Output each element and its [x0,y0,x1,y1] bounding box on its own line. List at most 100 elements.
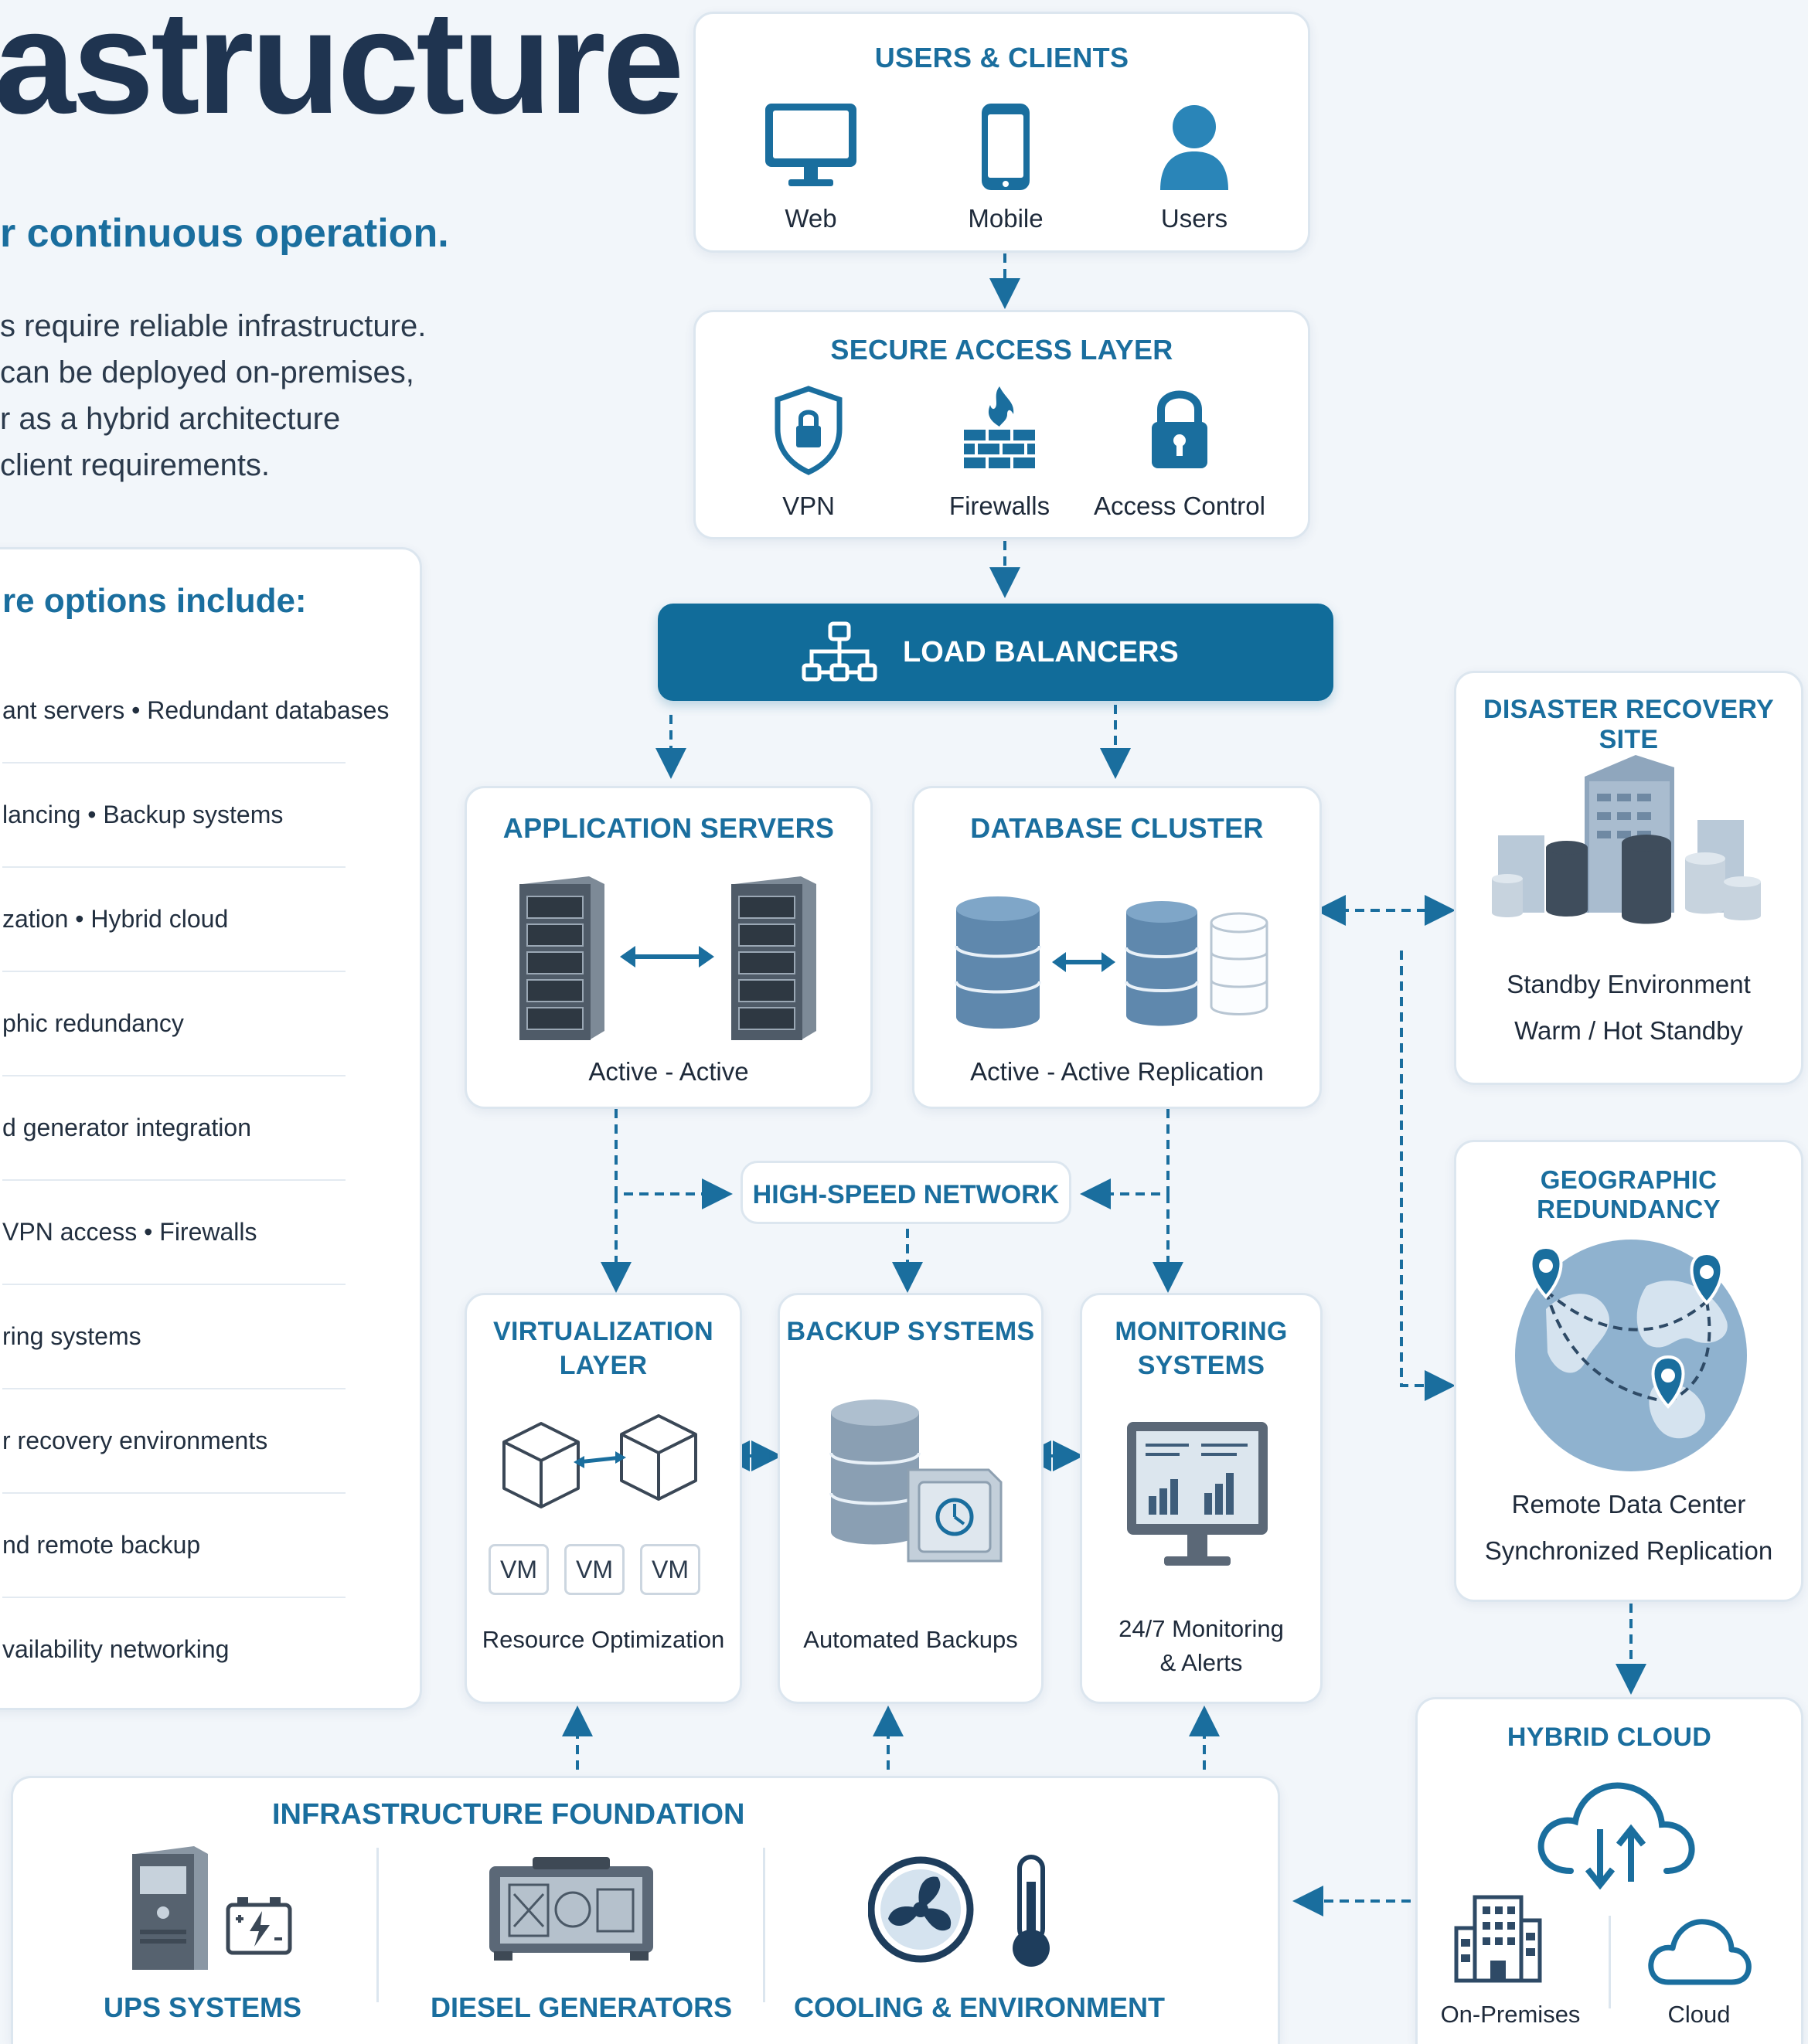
users-item-label: Mobile [968,204,1044,233]
office-building-icon [1454,1895,1542,1983]
vm-box: VM [564,1544,625,1595]
option-item: r recovery environments [2,1388,346,1494]
divider [1609,1916,1611,2008]
monitoring-dashboard-icon [1127,1422,1268,1566]
divider [763,1848,765,2002]
database-outline-icon [1210,912,1268,1015]
user-icon [1160,105,1228,190]
options-heading: re options include: [2,582,307,620]
server-rack-icon [731,876,816,1040]
monitoring-caption-line1: 24/7 Monitoring [1119,1615,1284,1642]
option-item: ant servers • Redundant databases [2,658,389,764]
backup-systems-card: BACKUP SYSTEMS Automated Backups [778,1293,1044,1704]
option-text: zation • Hybrid cloud [2,905,229,933]
monitoring-systems-card: MONITORING SYSTEMS 24/7 Monitoring & Ale… [1080,1293,1323,1704]
vm-box: VM [640,1544,700,1595]
secure-item-label: Firewalls [948,491,1050,520]
database-cluster-caption: Active - Active Replication [970,1057,1264,1086]
option-item: VPN access • Firewalls [2,1179,346,1285]
vm-box: VM [489,1544,549,1595]
fan-thermometer-icon [868,1855,1050,1967]
foundation-item-label: COOLING & ENVIRONMENT [794,1991,1166,2023]
option-text: phic redundancy [2,1009,184,1037]
datacenter-buildings-icon [1492,755,1761,924]
foundation-item-label: UPS SYSTEMS [103,1991,302,2023]
option-text: r recovery environments [2,1427,268,1454]
virtualization-caption: Resource Optimization [482,1626,725,1653]
database-cluster-title: DATABASE CLUSTER [970,812,1264,844]
shield-lock-icon [775,386,843,475]
firewall-icon [964,386,1035,468]
virtualization-title-line1: VIRTUALIZATION [493,1317,713,1346]
hybrid-cloud-title: HYBRID CLOUD [1507,1723,1712,1752]
monitoring-title-line2: SYSTEMS [1137,1351,1265,1380]
option-text: VPN access • Firewalls [2,1218,257,1246]
smartphone-icon [982,104,1030,190]
load-balancers-bar: LOAD BALANCERS [658,604,1333,701]
intro-line: client requirements. [0,448,271,482]
globe-location-icon [1515,1240,1747,1471]
divider [376,1848,379,2002]
arrow-app-to-net [615,1109,733,1209]
secure-item-label: VPN [782,491,835,520]
intro-line: can be deployed on-premises, [0,355,414,389]
option-item: phic redundancy [2,971,346,1076]
disaster-recovery-line2: Warm / Hot Standby [1514,1016,1743,1045]
backup-systems-caption: Automated Backups [803,1626,1018,1653]
option-text: nd remote backup [2,1531,201,1559]
monitoring-title-line1: MONITORING [1115,1317,1288,1346]
generator-icon [489,1857,653,1961]
hybrid-on-premises-label: On-Premises [1440,2001,1581,2028]
option-text: d generator integration [2,1114,251,1141]
option-item: zation • Hybrid cloud [2,866,346,972]
application-servers-title: APPLICATION SERVERS [502,812,835,844]
option-item: d generator integration [2,1075,346,1181]
cloud-sync-icon [1537,1782,1695,1889]
bidirectional-arrow-icon [1052,952,1115,972]
users-item-label: Users [1160,204,1228,233]
server-rack-icon [519,876,604,1040]
database-icon [955,896,1041,1029]
intro-line: r as a hybrid architecture [0,402,341,436]
options-card: re options include: ant servers • Redund… [0,547,422,1710]
geographic-redundancy-line2: Synchronized Replication [1484,1536,1773,1565]
backup-systems-title: BACKUP SYSTEMS [786,1317,1035,1346]
database-cluster-card: DATABASE CLUSTER Active - Active Replica… [912,786,1322,1109]
intro-line: s require reliable infrastructure. [0,309,427,343]
foundation-item-label: DIESEL GENERATORS [431,1991,733,2023]
hybrid-cloud-label: Cloud [1667,2001,1731,2028]
users-clients-title: USERS & CLIENTS [874,42,1129,73]
option-item: ring systems [2,1284,346,1389]
high-speed-network-pill: HIGH-SPEED NETWORK [741,1161,1071,1224]
bidirectional-arrow-icon [620,946,714,968]
monitoring-caption-line2: & Alerts [1159,1649,1243,1676]
monitor-icon [765,104,856,186]
users-clients-card: USERS & CLIENTS Web Mobile Users [693,12,1310,253]
cloud-icon [1648,1919,1752,1985]
disaster-recovery-title: DISASTER RECOVERY SITE [1483,695,1774,754]
option-text: vailability networking [2,1635,230,1663]
virtualization-card: VIRTUALIZATION LAYER VM VM VM Resource O… [465,1293,742,1704]
padlock-icon [1152,390,1207,468]
secure-item-label: Access Control [1094,491,1265,520]
disaster-recovery-card: DISASTER RECOVERY SITE Standby Environme… [1454,671,1803,1085]
backup-storage-icon [829,1400,1003,1563]
option-text: lancing • Backup systems [2,801,284,828]
database-icon [1125,901,1199,1026]
hybrid-cloud-card: HYBRID CLOUD On-Premises Cloud [1415,1697,1803,2044]
option-text: ant servers • Redundant databases [2,696,390,724]
geographic-redundancy-card: GEOGRAPHIC REDUNDANCY Remote Data Center… [1454,1140,1803,1602]
geographic-redundancy-title: GEOGRAPHIC REDUNDANCY [1537,1165,1721,1223]
virtual-machines-icon [502,1414,697,1508]
arrow-db-to-net [1080,1109,1170,1209]
application-servers-caption: Active - Active [588,1057,749,1086]
secure-access-card: SECURE ACCESS LAYER VPN Firewalls Access… [693,310,1310,539]
infrastructure-foundation-card: INFRASTRUCTURE FOUNDATION UPS SYSTEMS DI… [11,1776,1280,2044]
ups-battery-icon [132,1846,292,1970]
page-subtitle: r continuous operation. [0,211,449,256]
option-text: ring systems [2,1322,141,1350]
network-nodes-icon [802,621,877,682]
application-servers-card: APPLICATION SERVERS Active - Active [465,786,873,1109]
option-item: vailability networking [2,1597,346,1701]
